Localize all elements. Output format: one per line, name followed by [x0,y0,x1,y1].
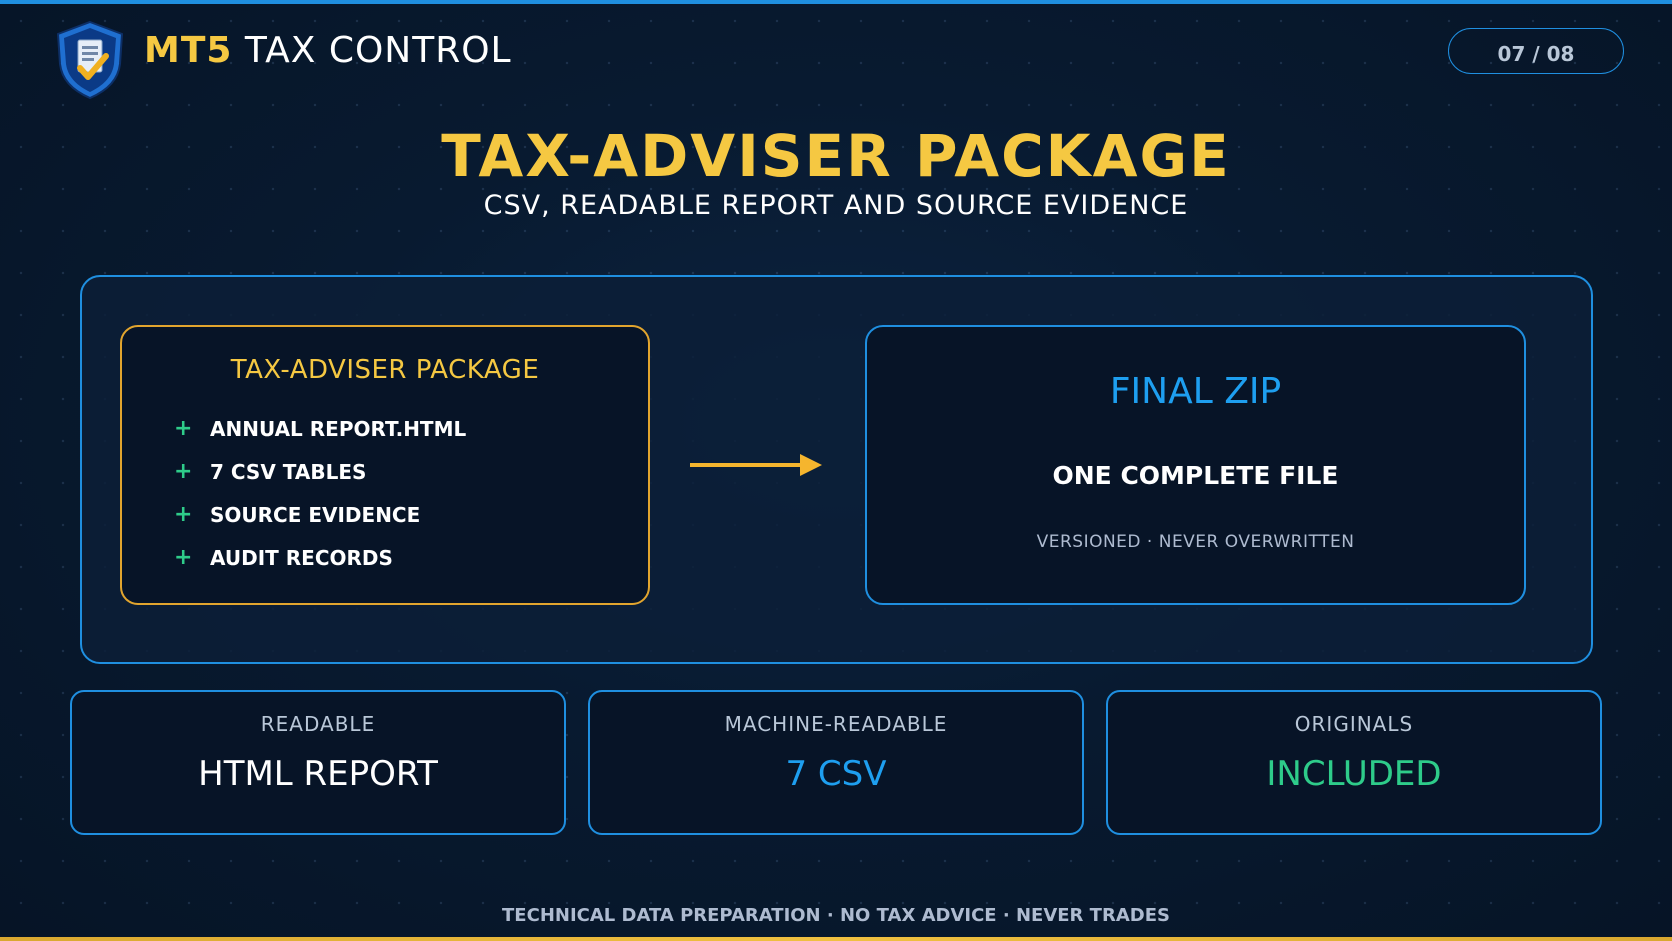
package-box: TAX-ADVISER PACKAGE + ANNUAL REPORT.HTML … [120,325,650,605]
final-zip-main: ONE COMPLETE FILE [1052,461,1339,490]
package-list: + ANNUAL REPORT.HTML +7 CSV TABLES + SOURC… [174,407,466,579]
card-label: MACHINE-READABLE [724,712,948,736]
card-value: INCLUDED [1266,754,1442,794]
page-subtitle: CSV, READABLE REPORT AND SOURCE EVIDENCE [483,190,1189,221]
list-item-label: AUDIT RECORDS [210,545,393,570]
final-zip-box: FINAL ZIP ONE COMPLETE FILE VERSIONED · … [865,325,1526,605]
list-item-label: ANNUAL REPORT.HTML [210,416,467,441]
card-value: HTML REPORT [198,754,438,794]
list-item: + SOURCE EVIDENCE [174,493,466,536]
list-item: + ANNUAL REPORT.HTML [174,407,466,450]
footer-disclaimer: TECHNICAL DATA PREPARATION · NO TAX ADVI… [502,905,1170,926]
plus-icon: + [174,502,193,527]
card-label: READABLE [260,712,376,736]
page-indicator: 07 / 08 [1448,28,1624,74]
plus-icon: + [174,545,193,570]
package-title: TAX-ADVISER PACKAGE [230,355,540,385]
list-item-label: SOURCE EVIDENCE [210,502,421,527]
card-machine-readable: MACHINE-READABLE 7 CSV [588,690,1084,835]
shield-document-check-icon [56,20,124,100]
list-item-label: 7 CSV TABLES [210,459,367,484]
plus-icon: + [174,416,193,441]
top-accent-line [0,0,1672,4]
card-label: ORIGINALS [1294,712,1414,736]
arrow-right-icon [690,454,822,476]
brand-accent: MT5 [144,30,233,71]
list-item: + AUDIT RECORDS [174,536,466,579]
card-value: 7 CSV [785,754,887,794]
list-item: +7 CSV TABLES [174,450,466,493]
plus-icon: + [174,459,193,484]
card-readable: READABLE HTML REPORT [70,690,566,835]
page-title: TAX-ADVISER PACKAGE [441,122,1231,190]
final-zip-note: VERSIONED · NEVER OVERWRITTEN [1036,532,1355,552]
brand-rest: TAX CONTROL [244,30,512,71]
card-originals: ORIGINALS INCLUDED [1106,690,1602,835]
brand-name: MT5 TAX CONTROL [144,30,512,71]
bottom-accent-line [0,937,1672,941]
final-zip-title: FINAL ZIP [1109,371,1282,412]
